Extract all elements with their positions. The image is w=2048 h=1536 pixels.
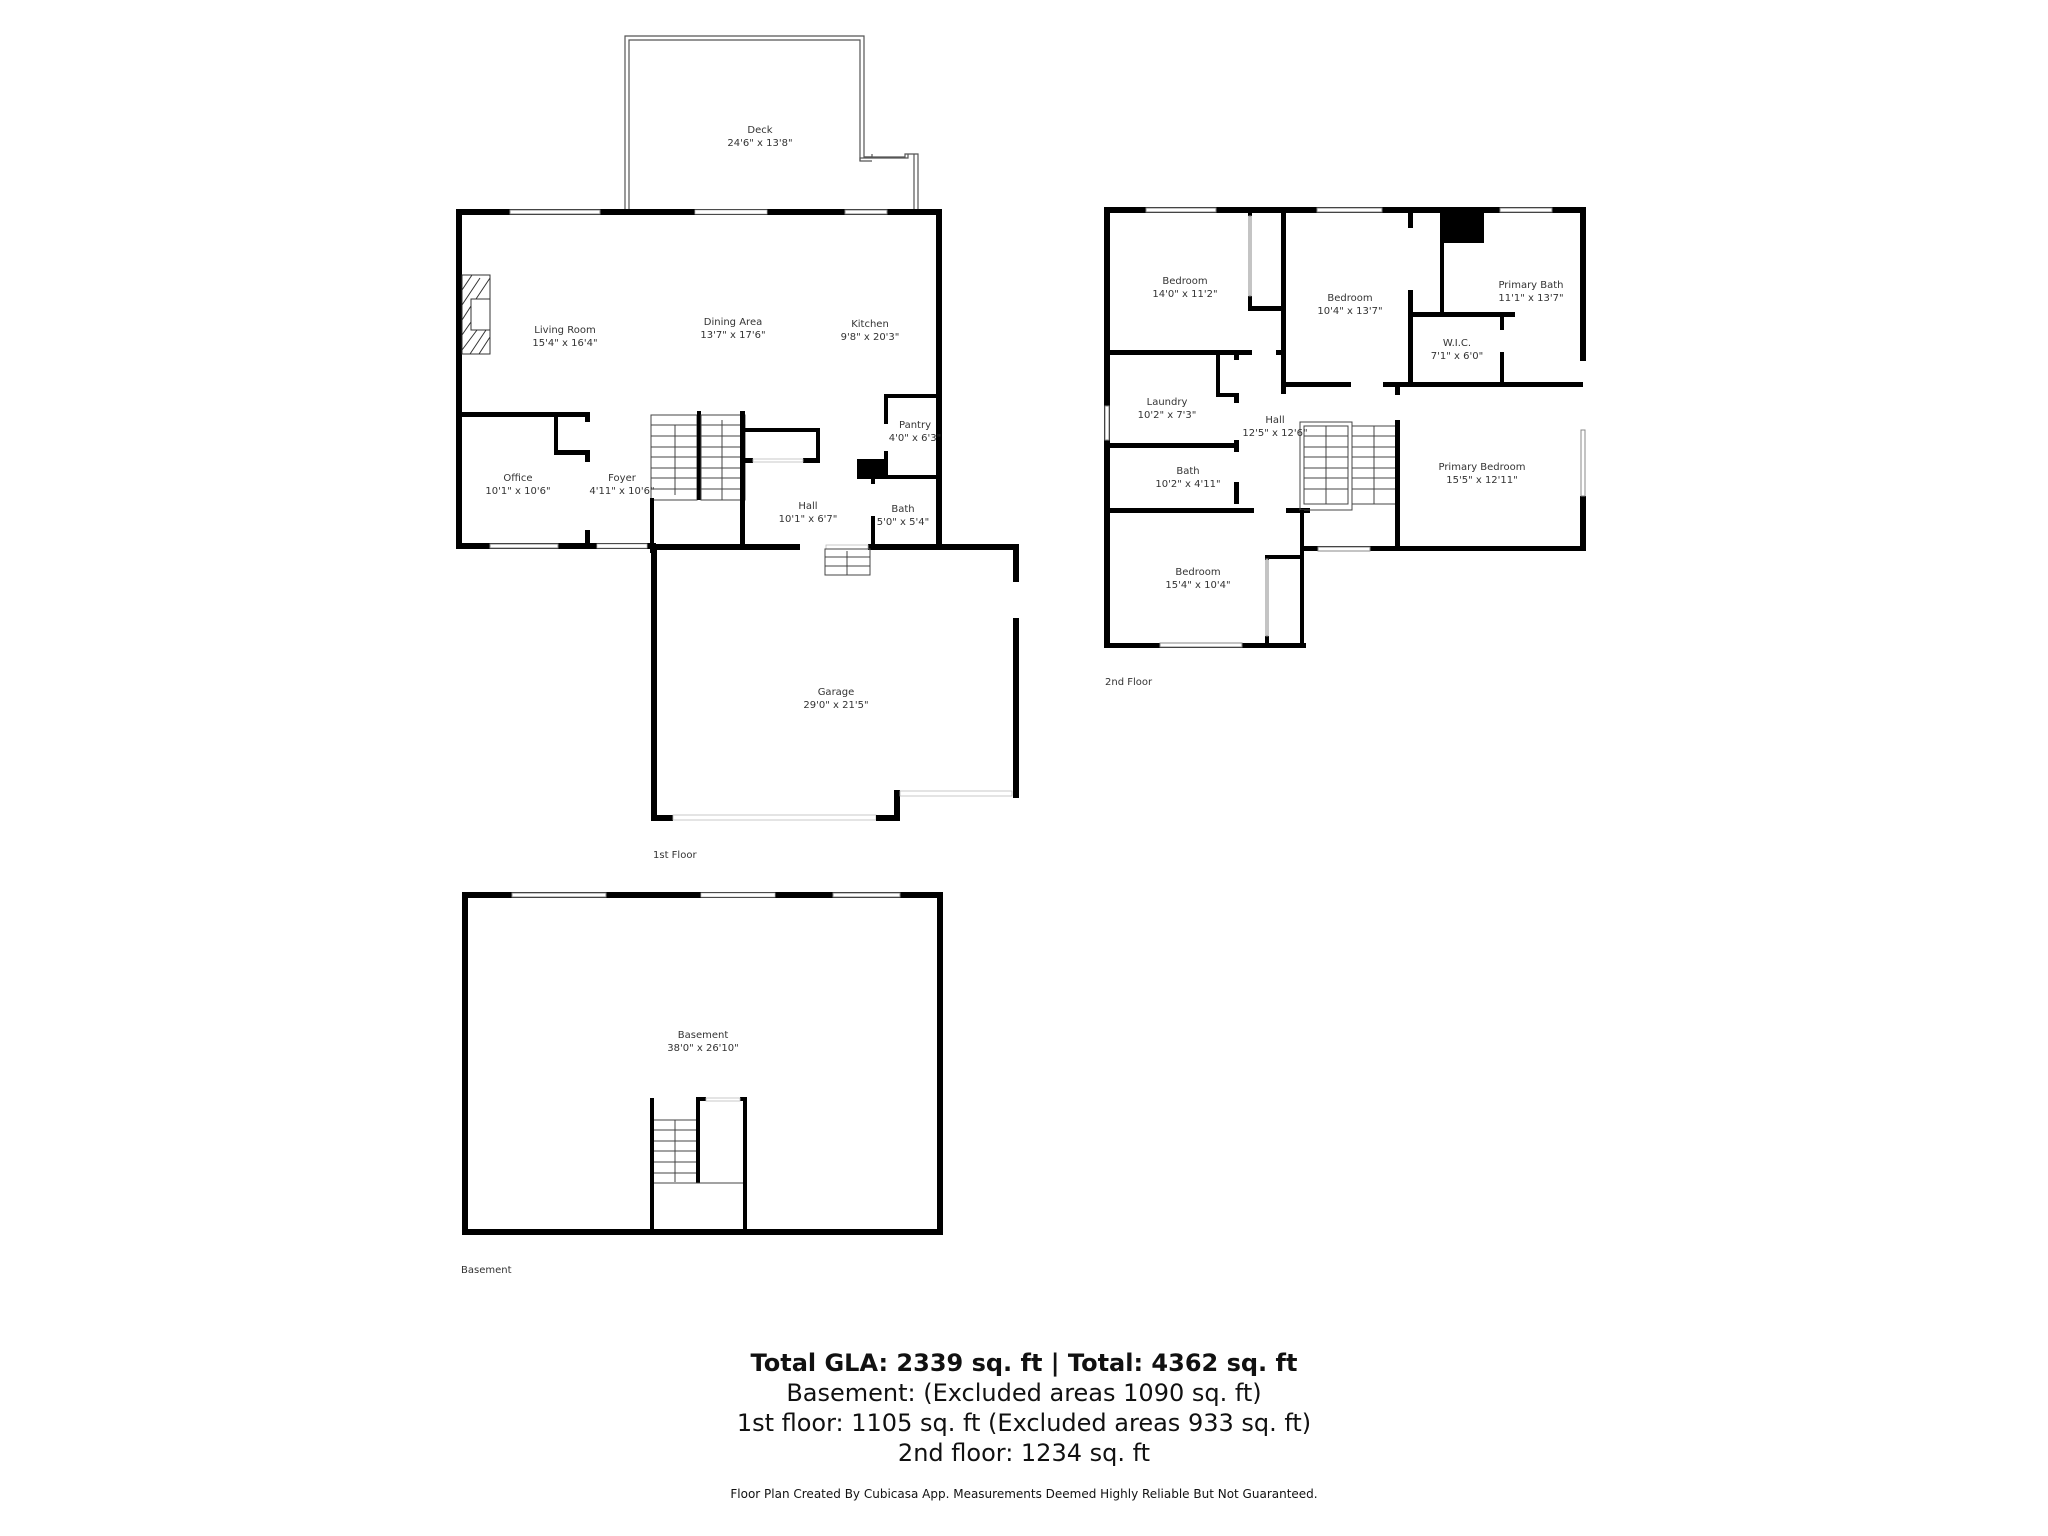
room-dimensions: 10'2" x 7'3" xyxy=(1137,410,1197,421)
room-dimensions: 13'7" x 17'6" xyxy=(700,330,766,341)
room-name: Foyer xyxy=(608,473,636,484)
room-name: Living Room xyxy=(534,325,596,336)
room-primary-bedroom: Primary Bedroom 15'5" x 12'11" xyxy=(1438,461,1525,487)
room-dimensions: 14'0" x 11'2" xyxy=(1152,289,1218,300)
fireplace-icon xyxy=(461,274,491,355)
deck-outline xyxy=(624,35,919,212)
floor-label-2nd: 2nd Floor xyxy=(1105,677,1153,688)
room-dimensions: 12'5" x 12'6" xyxy=(1242,428,1308,439)
stairs-basement xyxy=(650,1097,747,1232)
second-floor-plan xyxy=(1104,207,1586,648)
basement-plan xyxy=(462,892,943,1235)
room-name: W.I.C. xyxy=(1442,338,1472,349)
room-dining-area: Dining Area 13'7" x 17'6" xyxy=(700,316,765,342)
room-garage: Garage 29'0" x 21'5" xyxy=(803,686,868,712)
room-kitchen: Kitchen 9'8" x 20'3" xyxy=(841,318,900,344)
room-pantry: Pantry 4'0" x 6'3" xyxy=(889,419,941,445)
room-dimensions: 15'5" x 12'11" xyxy=(1446,475,1518,486)
room-bedroom-1: Bedroom 14'0" x 11'2" xyxy=(1152,275,1217,301)
room-dimensions: 4'0" x 6'3" xyxy=(888,433,942,444)
room-dimensions: 29'0" x 21'5" xyxy=(803,700,869,711)
room-dimensions: 7'1" x 6'0" xyxy=(1430,351,1484,362)
room-name: Bedroom xyxy=(1327,293,1373,304)
room-office: Office 10'1" x 10'6" xyxy=(485,472,550,498)
room-dimensions: 5'0" x 5'4" xyxy=(876,517,930,528)
room-living-room: Living Room 15'4" x 16'4" xyxy=(532,324,597,350)
room-dimensions: 9'8" x 20'3" xyxy=(840,332,900,343)
stairs-2nd-floor xyxy=(1299,421,1397,511)
room-dimensions: 24'6" x 13'8" xyxy=(727,138,793,149)
room-name: Kitchen xyxy=(851,319,889,330)
room-name: Hall xyxy=(1265,415,1285,426)
room-dimensions: 10'4" x 13'7" xyxy=(1317,306,1383,317)
disclaimer: Floor Plan Created By Cubicasa App. Meas… xyxy=(730,1487,1318,1501)
basement-area: Basement: (Excluded areas 1090 sq. ft) xyxy=(786,1379,1262,1407)
first-floor-plan xyxy=(456,35,1019,821)
room-name: Primary Bedroom xyxy=(1438,462,1526,473)
room-dimensions: 15'4" x 10'4" xyxy=(1165,580,1231,591)
room-name: Bedroom xyxy=(1162,276,1208,287)
room-dimensions: 4'11" x 10'6" xyxy=(589,486,655,497)
floor-label-basement: Basement xyxy=(461,1265,512,1276)
chimney-block xyxy=(857,459,888,479)
floor-label-1st: 1st Floor xyxy=(653,850,697,861)
room-name: Bath xyxy=(891,504,915,515)
room-name: Office xyxy=(503,473,533,484)
room-dimensions: 10'1" x 10'6" xyxy=(485,486,551,497)
room-dimensions: 10'1" x 6'7" xyxy=(778,514,838,525)
room-name: Bath xyxy=(1176,466,1200,477)
total-gla-headline: Total GLA: 2339 sq. ft | Total: 4362 sq.… xyxy=(750,1349,1298,1377)
stairs-1st-floor xyxy=(650,411,746,553)
room-basement: Basement 38'0" x 26'10" xyxy=(667,1029,739,1055)
room-dimensions: 38'0" x 26'10" xyxy=(667,1043,739,1054)
room-hall-2nd: Hall 12'5" x 12'6" xyxy=(1242,414,1307,440)
room-wic: W.I.C. 7'1" x 6'0" xyxy=(1431,337,1483,363)
room-name: Garage xyxy=(817,687,855,698)
room-dimensions: 10'2" x 4'11" xyxy=(1155,479,1221,490)
room-name: Bedroom xyxy=(1175,567,1221,578)
room-name: Primary Bath xyxy=(1498,280,1564,291)
room-name: Pantry xyxy=(898,420,931,431)
first-floor-area: 1st floor: 1105 sq. ft (Excluded areas 9… xyxy=(736,1409,1312,1437)
chimney-block-2 xyxy=(1440,208,1484,243)
room-hall: Hall 10'1" x 6'7" xyxy=(779,500,838,526)
second-floor-area: 2nd floor: 1234 sq. ft xyxy=(897,1439,1151,1467)
room-bedroom-2: Bedroom 10'4" x 13'7" xyxy=(1317,292,1382,318)
room-name: Hall xyxy=(798,501,818,512)
room-deck: Deck 24'6" x 13'8" xyxy=(727,124,792,150)
room-bedroom-3: Bedroom 15'4" x 10'4" xyxy=(1165,566,1230,592)
room-name: Basement xyxy=(677,1030,729,1041)
garage-outline xyxy=(650,544,1019,821)
room-laundry: Laundry 10'2" x 7'3" xyxy=(1138,396,1197,422)
room-name: Deck xyxy=(747,125,773,136)
room-primary-bath: Primary Bath 11'1" x 13'7" xyxy=(1498,279,1563,305)
room-foyer: Foyer 4'11" x 10'6" xyxy=(589,472,654,498)
room-name: Laundry xyxy=(1146,397,1188,408)
room-dimensions: 15'4" x 16'4" xyxy=(532,338,598,349)
room-name: Dining Area xyxy=(703,317,763,328)
room-dimensions: 11'1" x 13'7" xyxy=(1498,293,1564,304)
room-bath: Bath 5'0" x 5'4" xyxy=(877,503,929,529)
room-bath-2nd: Bath 10'2" x 4'11" xyxy=(1155,465,1220,491)
